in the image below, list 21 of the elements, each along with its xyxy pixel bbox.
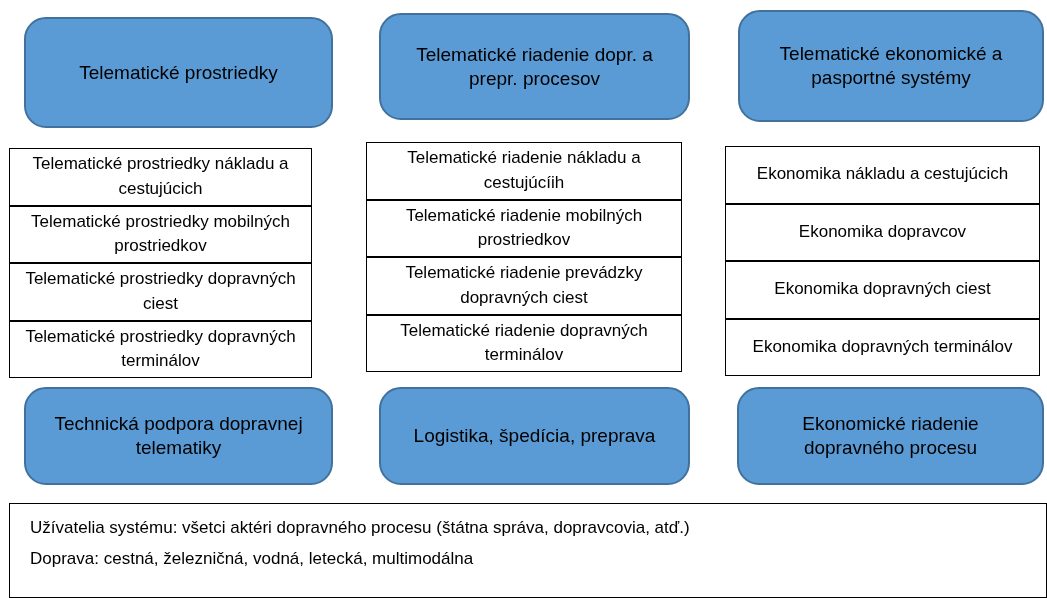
category-box: Ekonomické riadenie dopravného procesu bbox=[737, 387, 1044, 485]
category-box: Telematické riadenie dopr. a prepr. procesov bbox=[379, 13, 690, 120]
note-text: Doprava: cestná, železničná, vodná, letecká, multimodálna bbox=[30, 547, 474, 570]
table-cell: Telematické prostriedky nákladu a cestujúcich bbox=[9, 148, 312, 206]
category-box: Logistika, špedícia, preprava bbox=[379, 387, 690, 485]
table-cell: Telematické prostriedky mobilných prostriedkov bbox=[9, 205, 312, 263]
note-text: Užívatelia systému: všetci aktéri dopravného procesu (štátna správa, dopravcovia, atď.) bbox=[30, 517, 690, 539]
table-cell: Telematické riadenie dopravných terminálov bbox=[366, 314, 682, 372]
table-cell: Ekonomika dopravných ciest bbox=[725, 261, 1040, 319]
note-box bbox=[9, 503, 1047, 598]
table-cell: Telematické riadenie nákladu a cestujúcíih bbox=[366, 142, 682, 200]
table-cell: Telematické prostriedky dopravných ciest bbox=[9, 263, 312, 321]
category-box: Telematické prostriedky bbox=[24, 17, 333, 128]
table-cell: Ekonomika nákladu a cestujúcich bbox=[725, 146, 1040, 204]
table-cell: Ekonomika dopravných terminálov bbox=[725, 318, 1040, 376]
category-box: Technická podpora dopravnej telematiky bbox=[24, 387, 333, 485]
category-box: Telematické ekonomické a pasportné systémy bbox=[738, 10, 1044, 122]
table-cell: Telematické prostriedky dopravných terminálov bbox=[9, 320, 312, 378]
table-cell: Telematické riadenie prevádzky dopravných ciest bbox=[366, 257, 682, 315]
table-cell: Ekonomika dopravcov bbox=[725, 203, 1040, 261]
table-cell: Telematické riadenie mobilných prostriedkov bbox=[366, 199, 682, 257]
